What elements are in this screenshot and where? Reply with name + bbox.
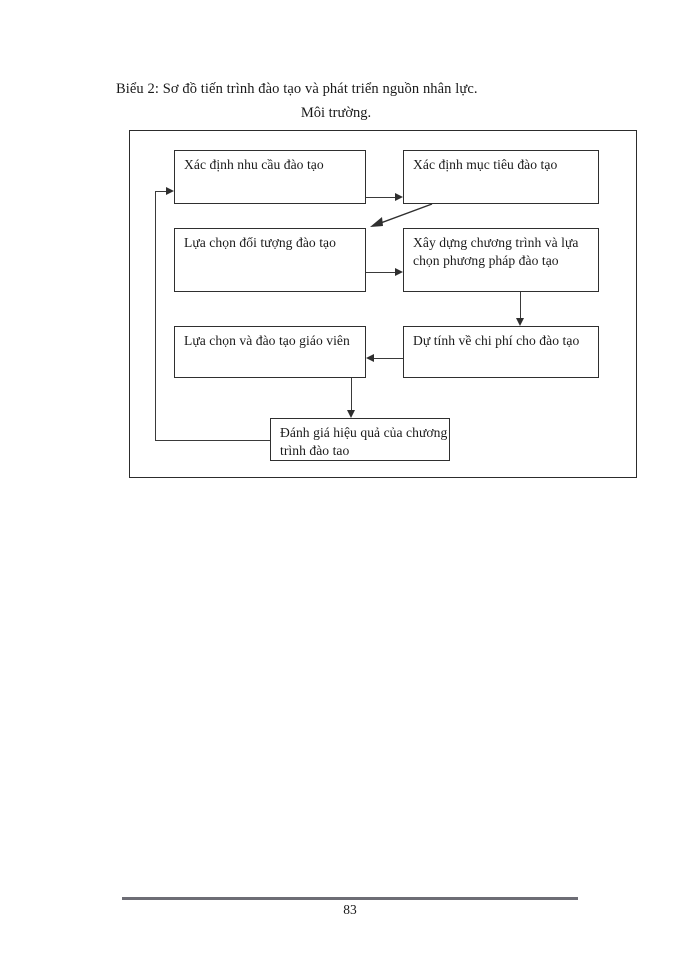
flowchart-node-identify-training-goals: Xác định mục tiêu đào tạo	[403, 150, 599, 204]
edge-program-to-cost-line	[520, 292, 521, 318]
footer-divider	[122, 897, 578, 900]
environment-frame	[129, 130, 637, 478]
page-number: 83	[343, 902, 357, 917]
figure-caption-line-1: Biểu 2: Sơ đồ tiến trình đào tạo và phát…	[116, 81, 478, 97]
edge-feedback-bottom-segment	[155, 440, 270, 441]
edge-goal-to-audience	[366, 200, 436, 232]
figure-caption-line-2: Môi trường.	[300, 105, 372, 121]
edge-teacher-to-evaluate-arrowhead	[346, 410, 355, 418]
edge-cost-to-teacher-arrowhead	[366, 353, 374, 362]
flowchart-node-select-trainees: Lựa chọn đối tượng đào tạo	[174, 228, 366, 292]
edge-teacher-to-evaluate-line	[351, 378, 352, 410]
flowchart-node-build-program-and-methods: Xây dựng chương trình và lựa chọn phương…	[403, 228, 599, 292]
edge-feedback-arrowhead	[166, 186, 174, 195]
edge-need-to-goal-arrowhead	[395, 192, 403, 201]
flowchart-node-estimate-training-cost: Dự tính về chi phí cho đào tạo	[403, 326, 599, 378]
edge-audience-to-program-line	[366, 272, 395, 273]
flowchart-node-select-and-train-teachers: Lựa chọn và đào tạo giáo viên	[174, 326, 366, 378]
flowchart-node-evaluate-program-effectiveness: Đánh giá hiệu quả của chương trình đào t…	[270, 418, 450, 461]
edge-feedback-left-segment	[155, 191, 156, 441]
edge-program-to-cost-arrowhead	[515, 318, 524, 326]
flowchart-node-identify-training-needs: Xác định nhu cầu đào tạo	[174, 150, 366, 204]
edge-audience-to-program-arrowhead	[395, 267, 403, 276]
edge-feedback-top-segment	[155, 191, 166, 192]
edge-cost-to-teacher-line	[374, 358, 403, 359]
edge-goal-to-audience-svg	[370, 203, 433, 227]
edge-need-to-goal-line	[366, 197, 395, 198]
